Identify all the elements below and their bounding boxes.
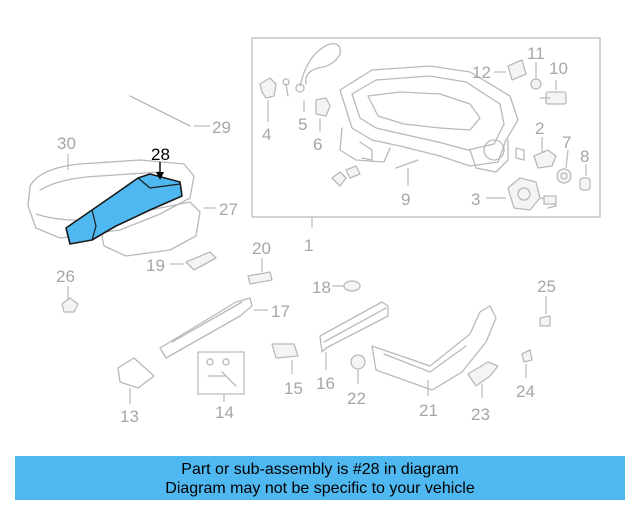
callout-9: 9 xyxy=(401,190,410,209)
callout-30: 30 xyxy=(57,134,76,153)
part-6-clip[interactable]: 6 xyxy=(313,97,331,154)
callout-20: 20 xyxy=(252,239,271,258)
part-14-hardware-kit[interactable]: 14 xyxy=(197,351,245,422)
callout-29: 29 xyxy=(212,118,231,137)
callout-6: 6 xyxy=(313,135,322,154)
callout-12: 12 xyxy=(472,63,491,82)
callout-25: 25 xyxy=(537,277,556,296)
part-2-bracket[interactable]: 2 xyxy=(533,119,557,169)
seat-frame-assembly[interactable]: 1 xyxy=(251,37,601,255)
info-banner: Part or sub-assembly is #28 in diagram D… xyxy=(15,456,625,500)
part-8-cap[interactable]: 8 xyxy=(579,147,591,191)
part-26-bracket[interactable]: 26 xyxy=(56,267,79,313)
part-10-bolt[interactable]: 10 xyxy=(539,59,568,105)
callout-17: 17 xyxy=(271,302,290,321)
part-5-bolt[interactable]: 5 xyxy=(282,78,307,134)
callout-15: 15 xyxy=(284,379,303,398)
callout-26: 26 xyxy=(56,267,75,286)
callout-18: 18 xyxy=(312,278,331,297)
callout-16: 16 xyxy=(316,374,335,393)
banner-line-2: Diagram may not be specific to your vehi… xyxy=(165,480,475,497)
part-21-side-cover[interactable]: 21 xyxy=(371,305,497,420)
callout-11: 11 xyxy=(527,44,545,63)
part-12-plate[interactable]: 12 xyxy=(472,59,527,82)
callout-7: 7 xyxy=(562,133,571,152)
callout-8: 8 xyxy=(580,147,589,166)
part-20-plate[interactable]: 20 xyxy=(247,239,273,285)
part-29-rod[interactable]: 29 xyxy=(129,95,231,137)
part-7-nut[interactable]: 7 xyxy=(556,133,572,184)
callout-1: 1 xyxy=(304,236,313,255)
callout-10: 10 xyxy=(549,59,568,78)
callout-19: 19 xyxy=(146,256,165,275)
part-22-nut[interactable]: 22 xyxy=(347,354,366,408)
callout-4: 4 xyxy=(262,125,271,144)
part-11-nut[interactable]: 11 xyxy=(527,44,545,90)
callout-21: 21 xyxy=(419,401,438,420)
banner-line-1: Part or sub-assembly is #28 in diagram xyxy=(181,461,459,478)
part-9-spring[interactable]: 9 xyxy=(395,159,419,209)
part-19-bracket[interactable]: 19 xyxy=(146,251,217,275)
part-18-clip[interactable]: 18 xyxy=(312,278,361,297)
part-16-rail[interactable]: 16 xyxy=(316,301,389,393)
part-17-rail[interactable]: 17 xyxy=(159,297,290,359)
callout-28: 28 xyxy=(151,145,170,164)
part-15-bracket[interactable]: 15 xyxy=(271,343,303,398)
part-4-clip[interactable]: 4 xyxy=(259,77,277,144)
callout-23: 23 xyxy=(471,405,490,424)
callout-14: 14 xyxy=(215,403,234,422)
callout-22: 22 xyxy=(347,389,366,408)
part-24-cap[interactable]: 24 xyxy=(516,349,535,401)
callout-24: 24 xyxy=(516,382,535,401)
callout-5: 5 xyxy=(298,115,307,134)
part-3-recliner[interactable]: 3 xyxy=(471,177,557,211)
part-28-pad-highlighted[interactable]: 28 xyxy=(65,145,183,245)
part-27-cover[interactable]: 27 xyxy=(99,200,238,257)
frame-small-parts xyxy=(331,165,557,205)
part-13-cover[interactable]: 13 xyxy=(117,357,155,426)
callout-3: 3 xyxy=(471,190,480,209)
part-25-cap[interactable]: 25 xyxy=(537,277,556,327)
callout-2: 2 xyxy=(535,119,544,138)
part-23-lever[interactable]: 23 xyxy=(467,361,499,424)
callout-27: 27 xyxy=(219,200,238,219)
callout-13: 13 xyxy=(120,407,139,426)
